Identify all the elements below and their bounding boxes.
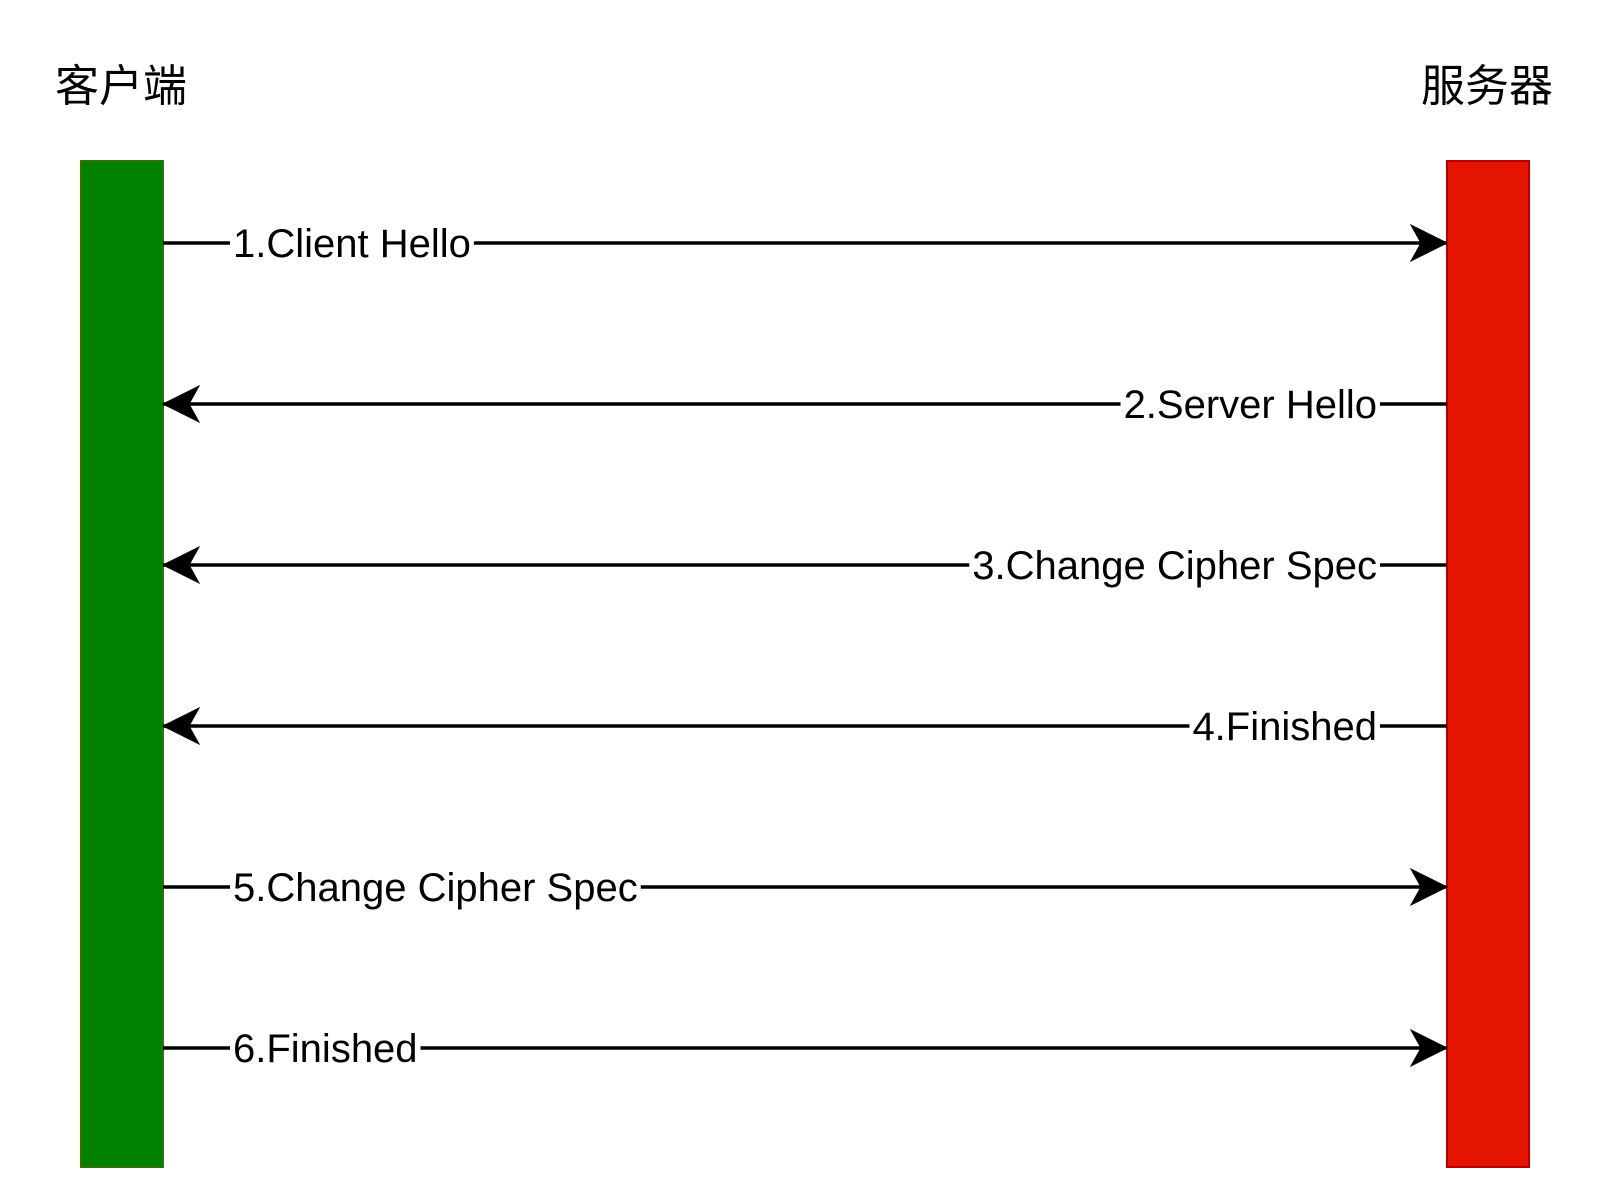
arrowhead-icon	[1409, 867, 1449, 907]
client-lifeline-bar	[80, 160, 164, 1168]
arrowhead-icon	[161, 384, 201, 424]
message-label: 4.Finished	[1192, 705, 1377, 749]
arrowhead-icon	[161, 545, 201, 585]
message-label: 3.Change Cipher Spec	[972, 544, 1377, 588]
message-label: 2.Server Hello	[1124, 383, 1377, 427]
message-arrow: 2.Server Hello	[161, 383, 1447, 427]
server-title: 服务器	[1421, 61, 1553, 112]
message-label: 5.Change Cipher Spec	[233, 866, 638, 910]
client-title: 客户端	[55, 61, 187, 112]
message-arrow: 3.Change Cipher Spec	[161, 544, 1447, 588]
arrowhead-icon	[161, 706, 201, 746]
message-label: 1.Client Hello	[233, 222, 471, 266]
message-list: 1.Client Hello 2.Server Hello 3.Change Cip…	[161, 222, 1449, 1071]
message-arrow: 5.Change Cipher Spec	[163, 866, 1449, 910]
message-arrow: 4.Finished	[161, 705, 1447, 749]
server-lifeline-bar	[1446, 160, 1530, 1168]
arrowhead-icon	[1409, 1028, 1449, 1068]
arrowhead-icon	[1409, 223, 1449, 263]
message-label: 6.Finished	[233, 1027, 418, 1071]
message-arrow: 6.Finished	[163, 1027, 1449, 1071]
message-arrow: 1.Client Hello	[163, 222, 1449, 266]
